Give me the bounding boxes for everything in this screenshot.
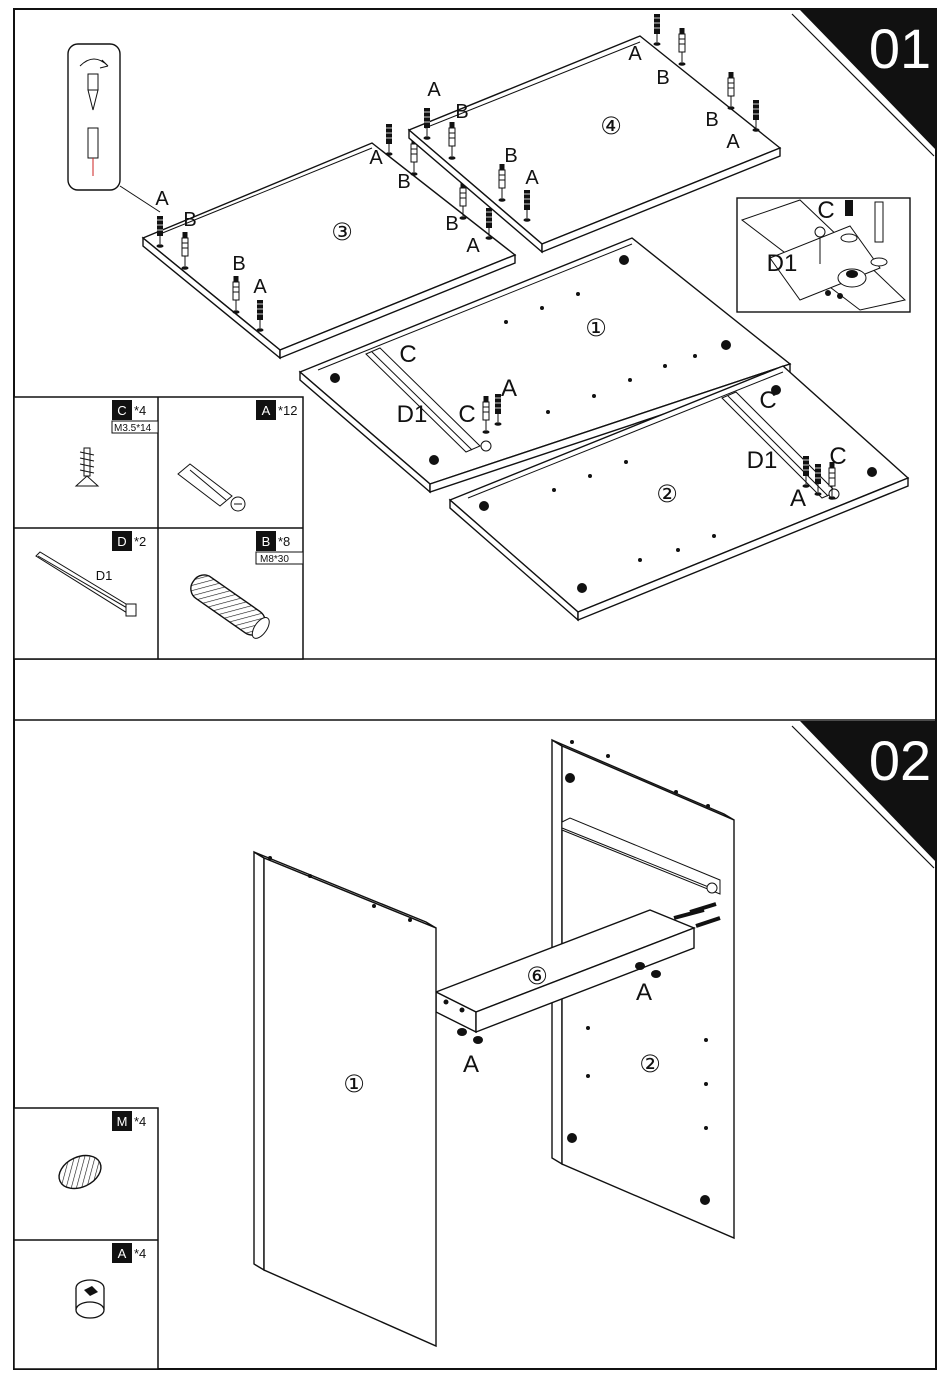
part-spec: M3.5*14: [114, 423, 152, 434]
step-badge-01: 01: [792, 10, 936, 156]
fitting-label-b: B: [455, 101, 468, 123]
panel-1-upright: ①: [254, 852, 436, 1346]
fitting-label-a: A: [501, 375, 517, 402]
part-letter: C: [117, 403, 126, 418]
fitting-label-b: B: [656, 67, 669, 89]
fitting-label-a: A: [636, 979, 652, 1006]
part-letter: B: [262, 534, 271, 549]
fitting-label-a: A: [253, 276, 267, 298]
fitting-label-b: B: [445, 213, 458, 235]
part-spec: M8*30: [260, 554, 289, 565]
fitting-label-b: B: [705, 109, 718, 131]
fitting-label-c: C: [829, 443, 846, 470]
fitting-label-a: A: [369, 147, 383, 169]
panel-2-number: ②: [639, 1051, 661, 1078]
fitting-label-b: B: [504, 145, 517, 167]
fitting-label-a: A: [155, 188, 169, 210]
part-letter: A: [118, 1246, 127, 1261]
panel-2-number: ②: [656, 481, 678, 508]
step-number-02: 02: [869, 729, 931, 792]
part-letter: A: [262, 403, 271, 418]
fitting-label-d1: D1: [747, 447, 778, 474]
fitting-label-a: A: [427, 79, 441, 101]
part-qty: *2: [134, 534, 146, 549]
screwdriver-icon: [68, 44, 160, 212]
fitting-label-b: B: [232, 253, 245, 275]
part-qty: *4: [134, 403, 146, 418]
fitting-label-a: A: [726, 131, 740, 153]
panel-6-number: ⑥: [526, 963, 548, 990]
step-badge-02: 02: [792, 721, 936, 868]
fitting-label-c: C: [458, 401, 475, 428]
step-number-01: 01: [869, 17, 931, 80]
part-letter: D: [117, 534, 126, 549]
fitting-label-a: A: [790, 485, 806, 512]
part-qty: *8: [278, 534, 290, 549]
detail-inset: C D1: [737, 197, 910, 312]
fitting-label-c: C: [399, 341, 416, 368]
parts-table-step2: [14, 1108, 158, 1369]
fitting-label-d1: D1: [397, 401, 428, 428]
fitting-label-a: A: [628, 43, 642, 65]
fitting-label-c: C: [817, 197, 834, 224]
part-letter: M: [117, 1114, 128, 1129]
fitting-label-a: A: [463, 1051, 479, 1078]
part-qty: *4: [134, 1114, 146, 1129]
fitting-label-b: B: [397, 171, 410, 193]
cam-lock-icon: [76, 1280, 104, 1318]
part-caption: D1: [96, 568, 113, 583]
fitting-label-a: A: [525, 167, 539, 189]
fitting-label-d1: D1: [767, 250, 798, 277]
fitting-label-b: B: [183, 209, 196, 231]
fitting-label-c: C: [759, 387, 776, 414]
panel-4-number: ④: [600, 113, 622, 140]
part-qty: *4: [134, 1246, 146, 1261]
part-qty: *12: [278, 403, 298, 418]
fitting-label-a: A: [466, 235, 480, 257]
panel-1-number: ①: [585, 315, 607, 342]
panel-3-number: ③: [331, 219, 353, 246]
panel-1-number: ①: [343, 1071, 365, 1098]
